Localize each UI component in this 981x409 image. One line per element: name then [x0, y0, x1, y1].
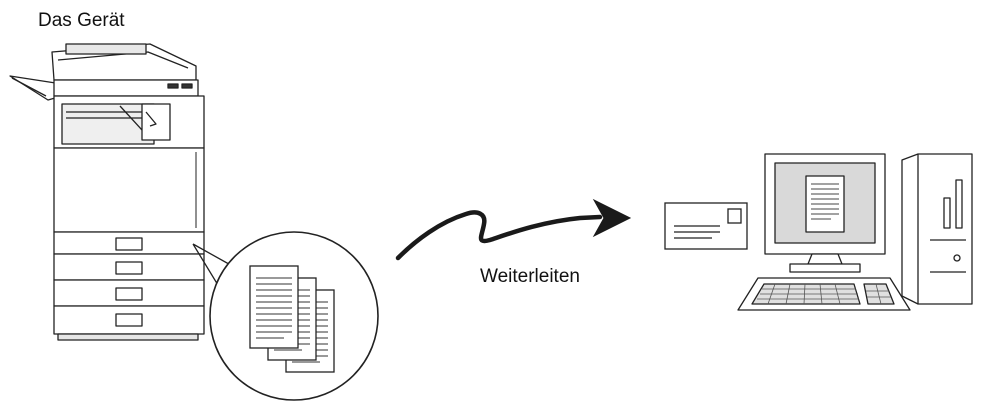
device-label: Das Gerät	[38, 10, 125, 31]
envelope-icon	[664, 202, 748, 250]
document-stack-icon	[209, 231, 379, 401]
zigzag-arrow-icon	[395, 198, 632, 261]
desktop-computer-icon	[737, 153, 973, 311]
forward-label: Weiterleiten	[480, 266, 580, 287]
multifunction-printer-icon	[9, 43, 205, 341]
